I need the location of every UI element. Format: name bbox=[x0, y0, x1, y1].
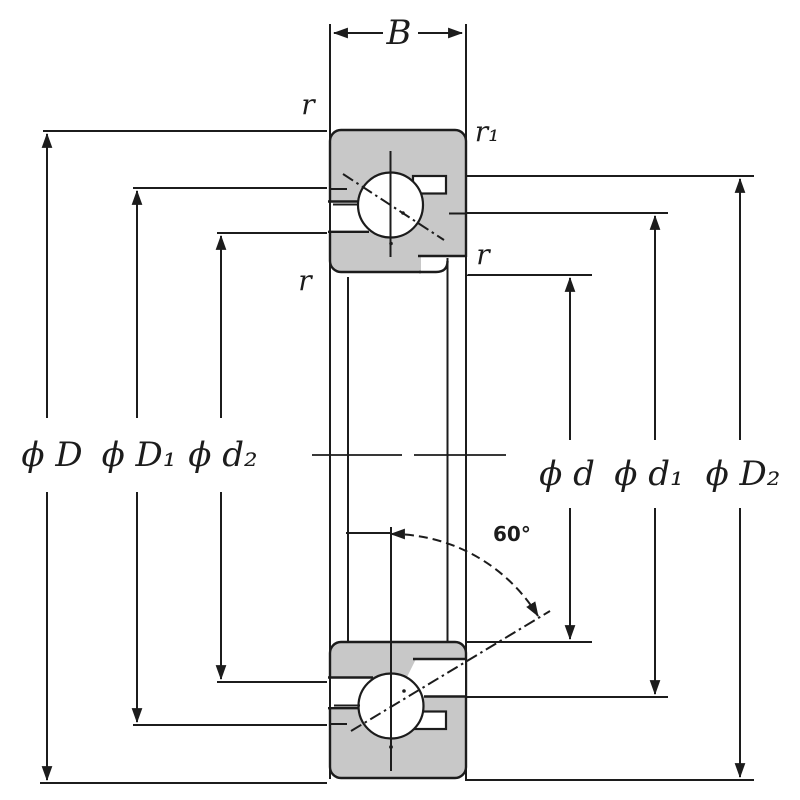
label-r-top-left: r bbox=[301, 88, 316, 121]
angle-arc bbox=[389, 528, 539, 617]
contact-angle-annotation: 60° bbox=[389, 522, 539, 617]
dimension-lines-right bbox=[465, 175, 754, 781]
centerline-dot bbox=[389, 745, 393, 749]
centerline-dot bbox=[402, 689, 406, 693]
label-phi-D1: ϕ D₁ bbox=[102, 435, 177, 475]
ball-top-centerlines bbox=[333, 151, 445, 257]
label-phi-D: ϕ D bbox=[21, 435, 82, 475]
label-r-mid-left: r bbox=[298, 264, 313, 297]
bearing-cross-section bbox=[312, 24, 551, 780]
top-groove-right-band bbox=[421, 257, 468, 275]
label-r-mid-right: r bbox=[476, 238, 491, 271]
label-phi-d2: ϕ d₂ bbox=[188, 435, 257, 475]
labels: B ϕ D ϕ D₁ ϕ d₂ ϕ d ϕ d₁ ϕ D₂ r r₁ r r bbox=[21, 13, 780, 494]
label-phi-d: ϕ d bbox=[539, 454, 595, 494]
contact-line-bottom bbox=[350, 610, 551, 732]
dimension-lines-left bbox=[40, 130, 327, 784]
label-r1-top-right: r₁ bbox=[475, 115, 500, 148]
label-width-b: B bbox=[386, 13, 412, 53]
centerline-dot bbox=[389, 241, 393, 246]
bottom-groove-right-band bbox=[405, 659, 467, 697]
label-phi-d1: ϕ d₁ bbox=[614, 454, 683, 494]
contact-angle-label: 60° bbox=[493, 522, 531, 546]
label-phi-D2: ϕ D₂ bbox=[706, 454, 781, 494]
contact-line-top bbox=[342, 173, 445, 241]
